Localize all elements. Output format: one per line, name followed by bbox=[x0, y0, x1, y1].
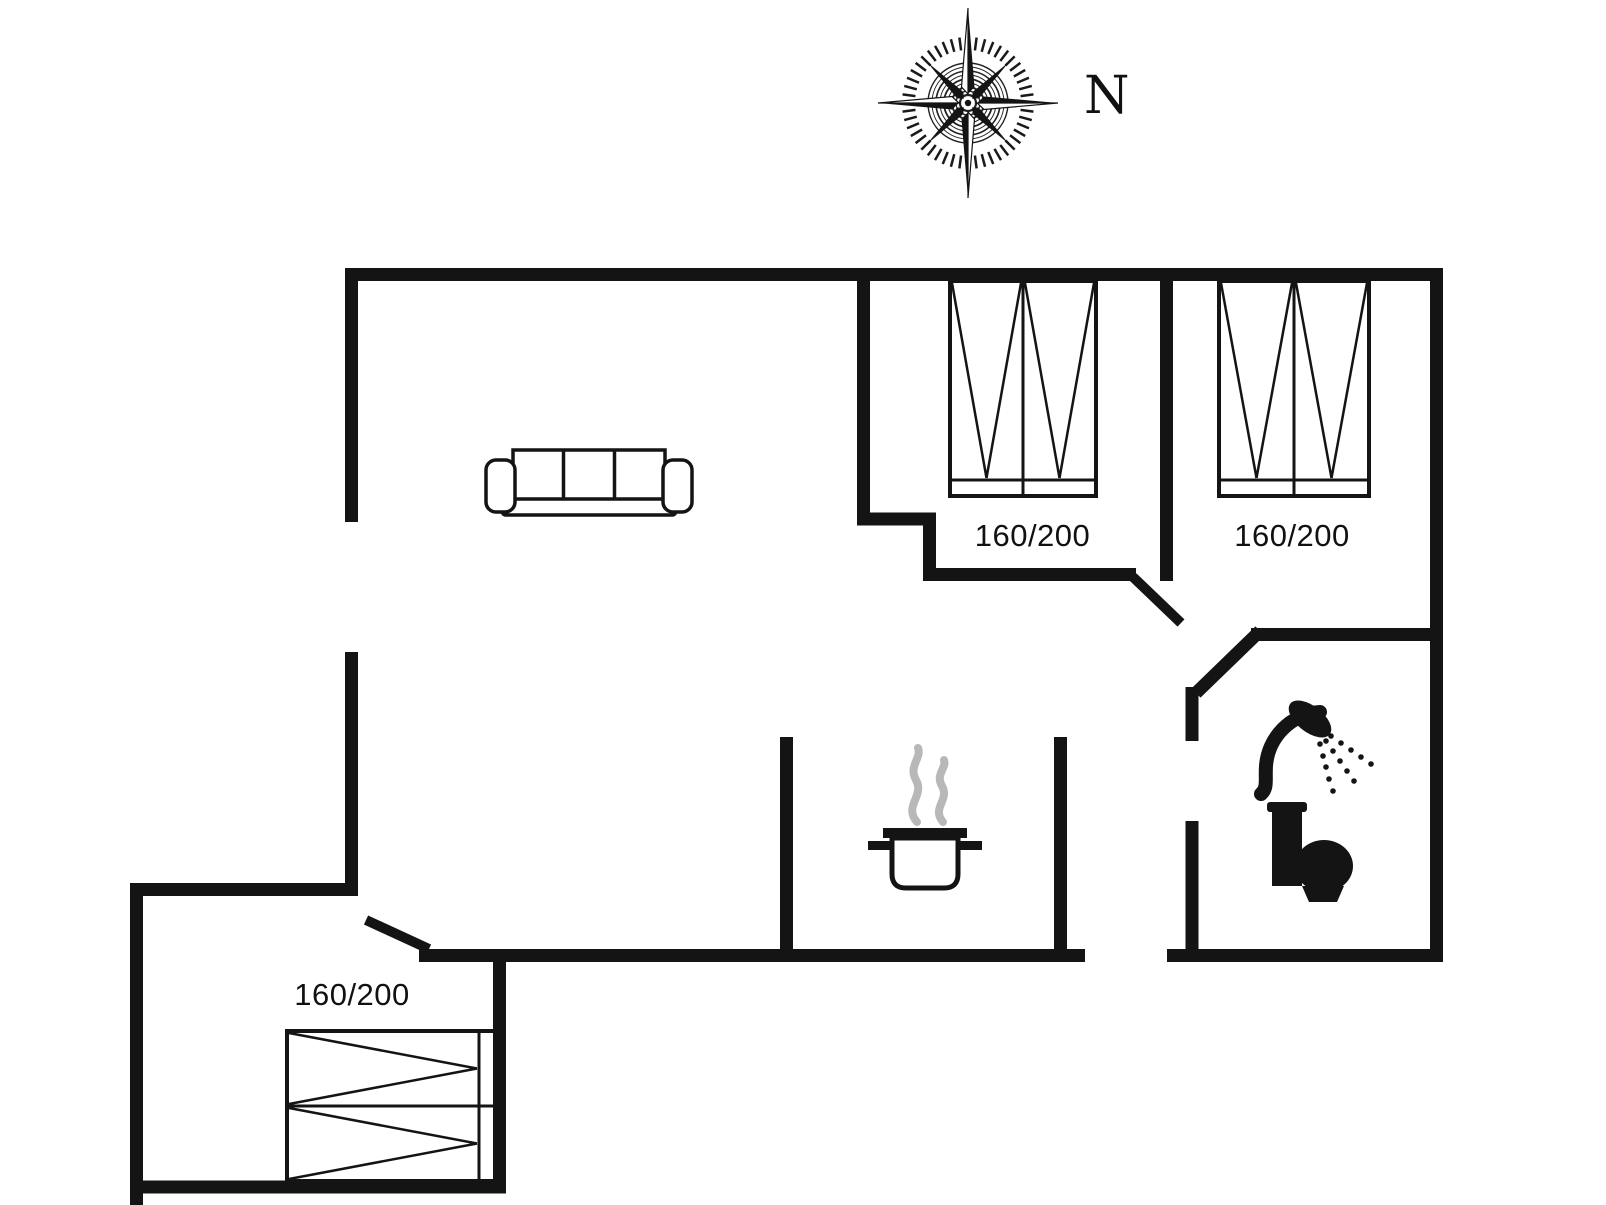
double-bed-icon bbox=[285, 1029, 499, 1183]
shower-icon bbox=[1254, 700, 1374, 801]
shower-spray-dots bbox=[1317, 733, 1374, 794]
double-bed-icon bbox=[948, 279, 1098, 498]
walls bbox=[130, 268, 1443, 1205]
compass-diagonal-points bbox=[926, 61, 1010, 145]
bed-size-label: 160/200 bbox=[1234, 518, 1350, 553]
bed-size-label: 160/200 bbox=[974, 518, 1091, 553]
toilet-icon bbox=[1267, 802, 1353, 902]
north-label: N bbox=[1084, 66, 1130, 126]
cooking-pot-icon bbox=[868, 828, 982, 891]
steam-icon bbox=[908, 744, 949, 826]
doors bbox=[363, 573, 1185, 954]
compass-rose-icon bbox=[877, 7, 1059, 199]
door-swing-icon bbox=[363, 915, 432, 954]
compass-cardinal-points bbox=[877, 7, 1059, 199]
double-bed-icon bbox=[1217, 279, 1371, 498]
door-swing-icon bbox=[1129, 573, 1185, 627]
bed-size-label: 160/200 bbox=[294, 977, 410, 1012]
sofa-icon bbox=[484, 448, 694, 517]
wall-segment bbox=[1191, 626, 1265, 698]
